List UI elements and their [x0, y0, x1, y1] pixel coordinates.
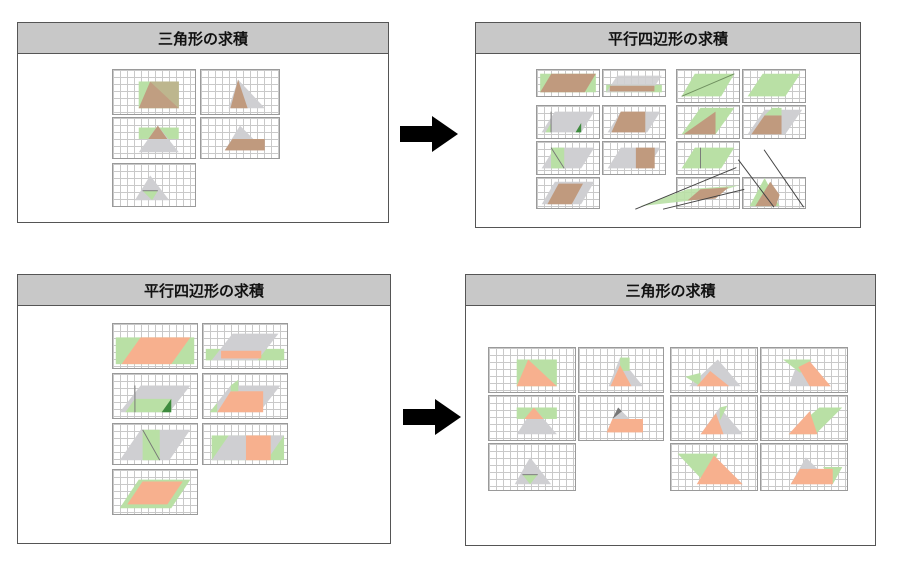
grid-figure [112, 373, 198, 419]
panel-bottom-left: 平行四辺形の求積 [17, 274, 391, 544]
panel-title: 平行四辺形の求積 [18, 275, 390, 306]
grid-figure [112, 163, 196, 207]
panel-title: 三角形の求積 [18, 23, 388, 54]
grid-figure [536, 177, 600, 209]
grid-figure [670, 395, 758, 441]
grid-figure [578, 347, 664, 393]
grid-figure [670, 347, 758, 393]
grid-figure [602, 141, 666, 175]
panel-title: 三角形の求積 [466, 275, 875, 306]
grid-figure [112, 323, 198, 369]
grid-figure [742, 105, 806, 139]
grid-figure [578, 395, 664, 441]
panel-top-left: 三角形の求積 [17, 22, 389, 223]
grid-figure [536, 69, 600, 97]
grid-figure [488, 443, 576, 491]
grid-figure [602, 105, 666, 139]
grid-figure [670, 443, 758, 491]
grid-figure [488, 347, 576, 393]
grid-figure [202, 323, 288, 369]
grid-figure [536, 105, 600, 139]
grid-figure [536, 141, 600, 175]
grid-figure [202, 423, 288, 465]
grid-figure [112, 423, 198, 465]
grid-figure [760, 395, 848, 441]
grid-figure [202, 373, 288, 419]
grid-figure [742, 69, 806, 103]
grid-figure [640, 177, 740, 209]
grid-figure [676, 141, 740, 175]
grid-figure [676, 69, 740, 103]
panel-bottom-right: 三角形の求積 [465, 274, 876, 546]
grid-figure [112, 69, 196, 115]
right-arrow-icon [403, 399, 461, 435]
grid-figure [760, 443, 848, 491]
grid-figure [488, 395, 576, 441]
right-arrow-icon [400, 116, 458, 152]
grid-figure [760, 347, 848, 393]
grid-figure [112, 469, 198, 515]
grid-figure [742, 177, 806, 209]
panel-top-right: 平行四辺形の求積 [475, 22, 861, 228]
grid-figure [676, 105, 740, 139]
grid-figure [112, 117, 196, 159]
grid-figure [200, 117, 280, 159]
grid-figure [200, 69, 280, 115]
panel-title: 平行四辺形の求積 [476, 23, 860, 54]
grid-figure [602, 69, 666, 97]
